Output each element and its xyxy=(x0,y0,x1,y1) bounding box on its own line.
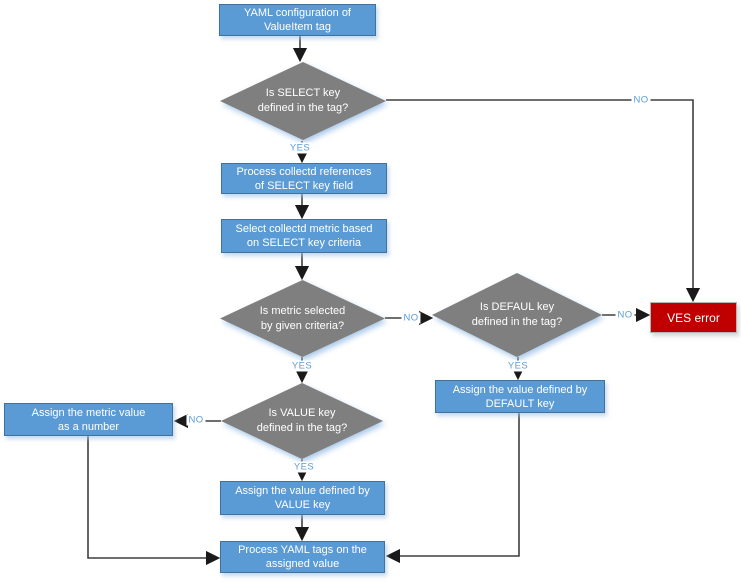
edge-label-yes-value: YES xyxy=(291,461,317,473)
node-yaml-config: YAML configuration of ValueItem tag xyxy=(219,4,376,36)
node-assign-value: Assign the value defined by VALUE key xyxy=(220,481,385,515)
node-assign-default-label: Assign the value defined by DEFAULT key xyxy=(452,383,588,410)
node-ves-error: VES error xyxy=(650,302,737,333)
edge-label-yes-select: YES xyxy=(287,142,313,154)
node-process-references: Process collectd references of SELECT ke… xyxy=(221,163,387,194)
decision-value-key: Is VALUE key defined in the tag? xyxy=(221,383,383,459)
edge-number-to-process-yaml xyxy=(87,436,221,566)
edge-label-no-select: NO xyxy=(631,94,651,106)
edge-label-yes-default: YES xyxy=(505,360,531,372)
decision-value-key-label: Is VALUE key defined in the tag? xyxy=(256,407,348,434)
decision-default-key: Is DEFAUL key defined in the tag? xyxy=(432,273,602,357)
node-assign-metric-number-label: Assign the metric value as a number xyxy=(31,406,146,433)
edge-default-to-process-yaml xyxy=(385,413,520,564)
node-process-references-label: Process collectd references of SELECT ke… xyxy=(236,165,372,192)
edge-label-no-selected: NO xyxy=(401,312,421,324)
edge-label-yes-selected: YES xyxy=(289,360,315,372)
diamond-shape: Is SELECT key defined in the tag? xyxy=(220,62,386,140)
node-process-yaml-tags: Process YAML tags on the assigned value xyxy=(220,541,385,573)
node-process-yaml-tags-label: Process YAML tags on the assigned value xyxy=(238,544,367,570)
node-yaml-config-label: YAML configuration of ValueItem tag xyxy=(243,7,351,33)
node-assign-metric-number: Assign the metric value as a number xyxy=(4,403,173,436)
decision-metric-selected: Is metric selected by given criteria? xyxy=(220,280,385,357)
node-assign-default: Assign the value defined by DEFAULT key xyxy=(435,380,605,413)
edge-select-no-to-error xyxy=(386,99,701,303)
decision-metric-selected-label: Is metric selected by given criteria? xyxy=(259,304,346,332)
node-ves-error-label: VES error xyxy=(667,310,720,325)
node-select-metric: Select collectd metric based on SELECT k… xyxy=(221,219,387,253)
decision-select-key-label: Is SELECT key defined in the tag? xyxy=(257,87,349,114)
node-assign-value-label: Assign the value defined by VALUE key xyxy=(235,485,370,511)
edge-label-no-value: NO xyxy=(186,414,206,426)
diamond-shape: Is metric selected by given criteria? xyxy=(220,280,385,357)
edge-label-no-default: NO xyxy=(615,309,635,321)
node-select-metric-label: Select collectd metric based on SELECT k… xyxy=(235,223,373,249)
diamond-shape: Is VALUE key defined in the tag? xyxy=(221,383,383,459)
decision-select-key: Is SELECT key defined in the tag? xyxy=(220,62,386,140)
diamond-shape: Is DEFAUL key defined in the tag? xyxy=(432,273,602,357)
decision-default-key-label: Is DEFAUL key defined in the tag? xyxy=(471,301,563,328)
